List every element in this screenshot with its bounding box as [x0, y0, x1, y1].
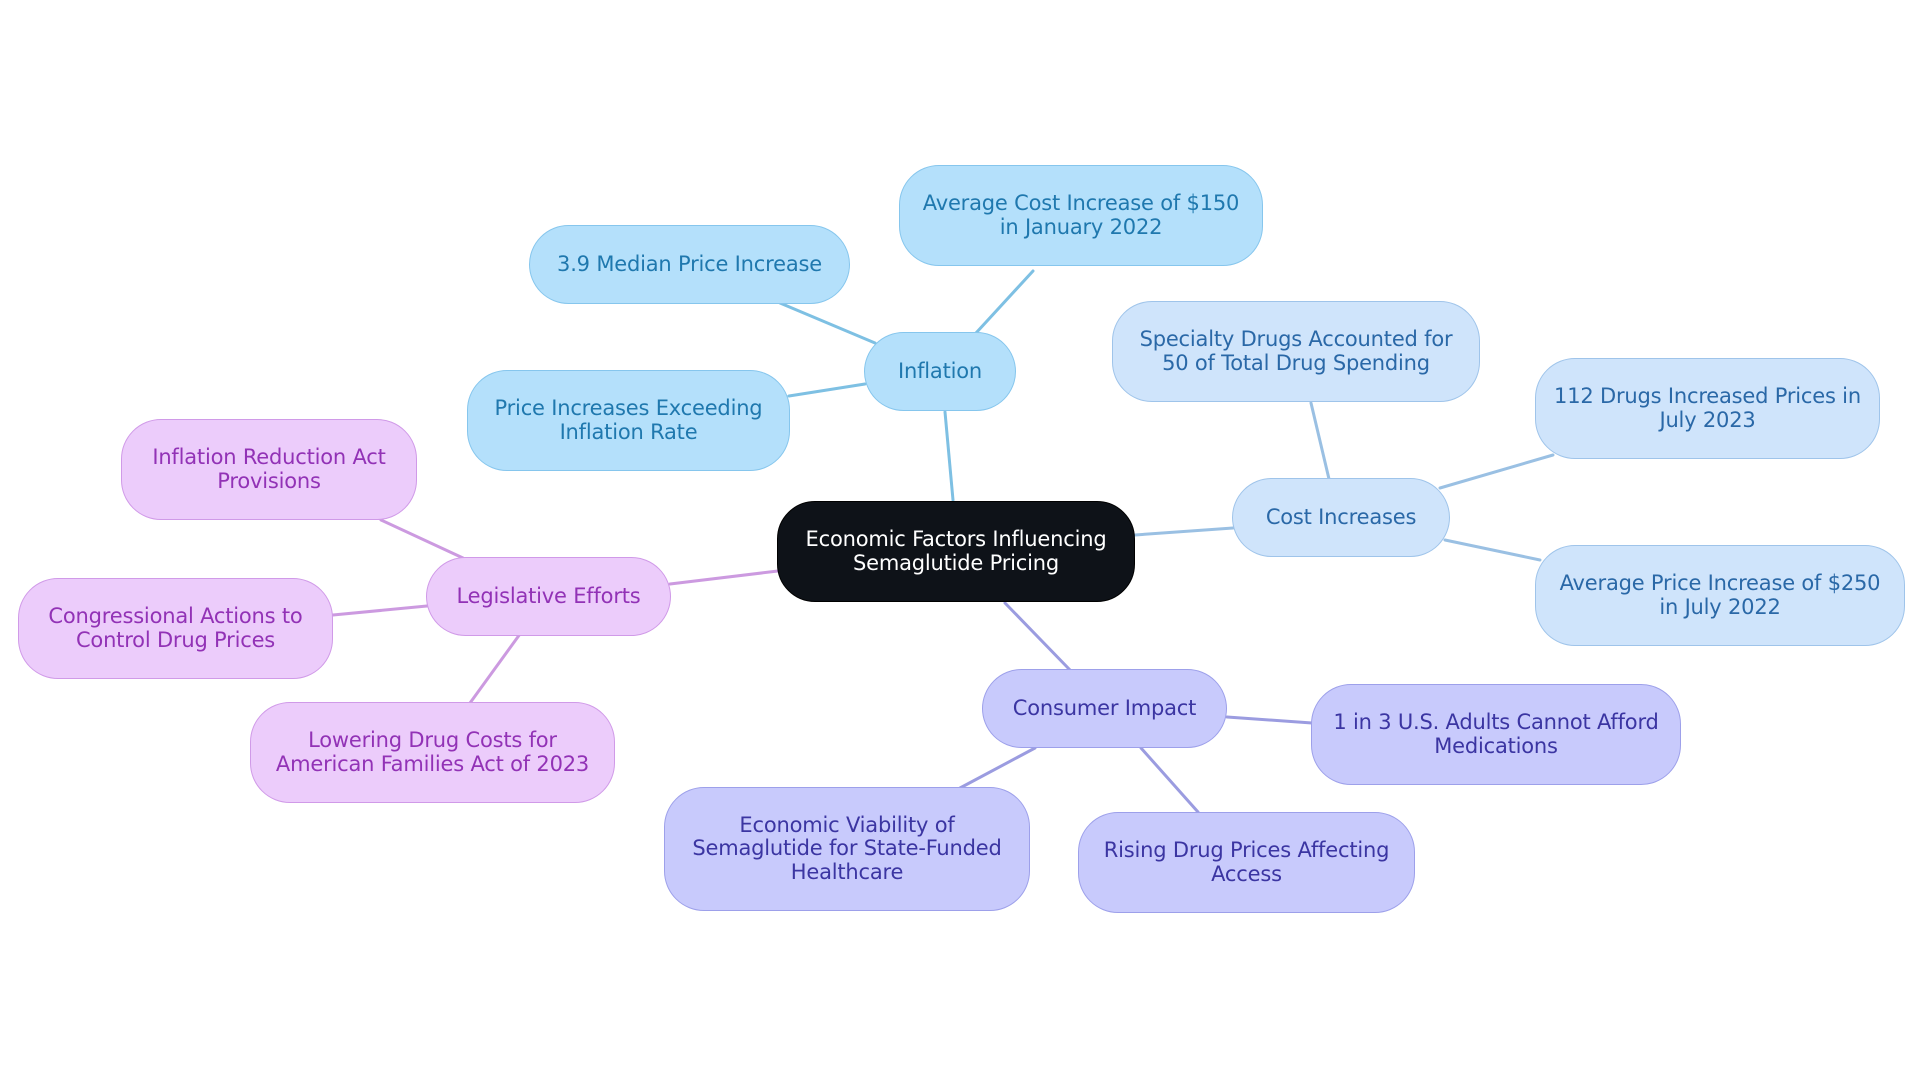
leaf-label: Rising Drug Prices Affecting Access [1103, 837, 1390, 886]
leaf-label: Price Increases Exceeding Inflation Rate [494, 395, 763, 444]
edge-cost-112-drugs [1438, 453, 1555, 490]
edge-legis-ira [379, 518, 465, 560]
leaf-cost-112-drugs[interactable]: 112 Drugs Increased Prices in July 2023 [1535, 358, 1880, 459]
edge-inflation-exceeding [787, 382, 867, 398]
branch-legislative-efforts[interactable]: Legislative Efforts [426, 557, 671, 636]
leaf-inflation-exceeding[interactable]: Price Increases Exceeding Inflation Rate [467, 370, 790, 471]
leaf-legis-ira[interactable]: Inflation Reduction Act Provisions [121, 419, 417, 520]
leaf-inflation-avg-cost[interactable]: Average Cost Increase of $150 in January… [899, 165, 1263, 266]
branch-cost-increases[interactable]: Cost Increases [1232, 478, 1450, 557]
leaf-label: Inflation Reduction Act Provisions [152, 444, 386, 493]
leaf-consumer-1in3[interactable]: 1 in 3 U.S. Adults Cannot Afford Medicat… [1311, 684, 1681, 785]
edge-root-consumer-impact [1003, 601, 1072, 672]
edge-inflation-avg-cost [974, 269, 1035, 335]
edge-root-legislative-efforts [668, 569, 780, 586]
edge-consumer-rising [1139, 746, 1200, 814]
branch-cost-increases-label: Cost Increases [1265, 504, 1417, 529]
leaf-label: Average Cost Increase of $150 in January… [922, 190, 1240, 239]
branch-legislative-efforts-label: Legislative Efforts [456, 583, 641, 608]
branch-inflation-label: Inflation [897, 358, 983, 383]
leaf-label: Congressional Actions to Control Drug Pr… [48, 603, 303, 652]
branch-consumer-impact-label: Consumer Impact [1012, 695, 1197, 720]
branch-consumer-impact[interactable]: Consumer Impact [982, 669, 1227, 748]
edge-legis-lowering [468, 632, 522, 705]
leaf-label: 1 in 3 U.S. Adults Cannot Afford Medicat… [1333, 709, 1659, 758]
leaf-inflation-median[interactable]: 3.9 Median Price Increase [529, 225, 850, 304]
edge-cost-specialty [1309, 401, 1331, 481]
leaf-consumer-rising[interactable]: Rising Drug Prices Affecting Access [1078, 812, 1415, 913]
leaf-consumer-viability[interactable]: Economic Viability of Semaglutide for St… [664, 787, 1030, 911]
root-node[interactable]: Economic Factors Influencing Semaglutide… [777, 501, 1135, 602]
edge-root-cost-increases [1133, 526, 1235, 537]
edge-cost-avg-250 [1443, 538, 1542, 562]
root-label: Economic Factors Influencing Semaglutide… [805, 526, 1107, 575]
leaf-cost-avg-250[interactable]: Average Price Increase of $250 in July 2… [1535, 545, 1905, 646]
leaf-label: Lowering Drug Costs for American Familie… [275, 727, 590, 776]
leaf-label: Average Price Increase of $250 in July 2… [1559, 570, 1881, 619]
leaf-cost-specialty[interactable]: Specialty Drugs Accounted for 50 of Tota… [1112, 301, 1480, 402]
edge-consumer-1in3 [1225, 715, 1314, 725]
leaf-label: Economic Viability of Semaglutide for St… [692, 812, 1002, 884]
edge-root-inflation [943, 410, 955, 502]
leaf-legis-lowering[interactable]: Lowering Drug Costs for American Familie… [250, 702, 615, 803]
branch-inflation[interactable]: Inflation [864, 332, 1016, 411]
edge-legis-congressional [331, 604, 429, 617]
edge-consumer-viability [958, 746, 1037, 790]
leaf-label: 112 Drugs Increased Prices in July 2023 [1554, 383, 1861, 432]
leaf-label: 3.9 Median Price Increase [557, 251, 822, 276]
edge-inflation-median [778, 301, 877, 345]
leaf-legis-congressional[interactable]: Congressional Actions to Control Drug Pr… [18, 578, 333, 679]
leaf-label: Specialty Drugs Accounted for 50 of Tota… [1139, 326, 1453, 375]
